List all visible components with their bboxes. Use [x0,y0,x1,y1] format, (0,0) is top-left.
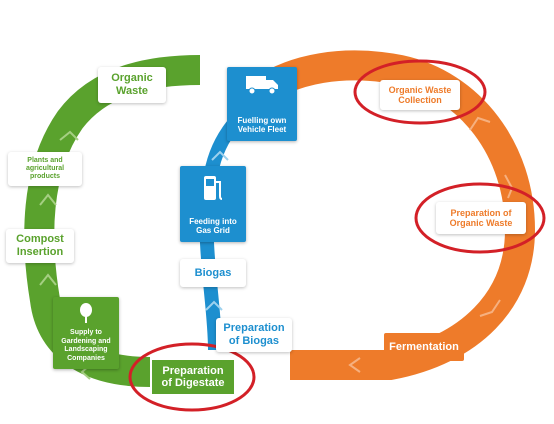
node-organic-waste: Organic Waste [98,67,166,103]
node-fermentation: Fermentation [384,333,464,361]
orange-cycle-band [240,50,536,380]
node-preparation-of-organic-waste: Preparation of Organic Waste [436,202,526,234]
gas-pump-icon [180,172,246,204]
node-supply-to-gardening: Supply to Gardening and Landscaping Comp… [53,297,119,369]
node-biogas: Biogas [180,259,246,287]
node-organic-waste-collection: Organic Waste Collection [380,80,460,110]
highlight-ring-collection [353,59,487,125]
node-preparation-of-biogas: Preparation of Biogas [216,318,292,352]
node-feeding-into-gas-grid: Feeding into Gas Grid [180,166,246,242]
node-fleet-label: Fuelling own Vehicle Fleet [237,115,287,135]
node-compost-insertion: Compost Insertion [6,229,74,263]
node-supply-label: Supply to Gardening and Landscaping Comp… [61,329,111,362]
node-fuelling-own-vehicle-fleet: Fuelling own Vehicle Fleet [227,67,297,141]
tree-icon [53,303,119,323]
truck-icon [227,73,297,95]
node-gas-grid-label: Feeding into Gas Grid [189,216,237,236]
node-plants-agricultural-products: Plants and agricultural products [8,152,82,186]
node-preparation-of-digestate: Preparation of Digestate [152,360,234,394]
highlight-ring-preparation [414,182,546,254]
highlight-ring-digestate [128,342,256,412]
